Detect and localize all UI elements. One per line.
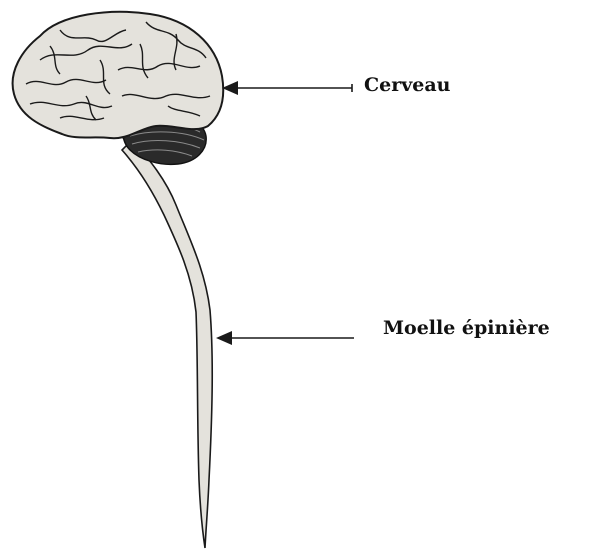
moelle-arrow <box>216 331 354 345</box>
label-cerveau: Cerveau <box>364 76 450 95</box>
label-moelle-epiniere: Moelle épinière <box>383 319 550 338</box>
cerveau-arrow <box>222 81 352 95</box>
spinal-cord <box>122 140 212 548</box>
cerebrum <box>13 12 224 138</box>
